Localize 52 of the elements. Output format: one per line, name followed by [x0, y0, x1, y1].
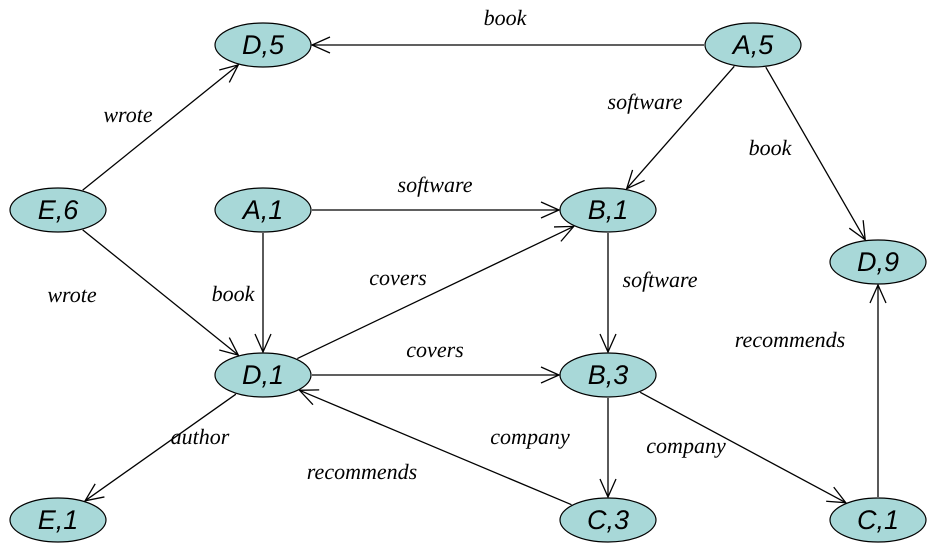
node-label: C,3	[586, 504, 630, 536]
ellipse-node	[559, 187, 657, 233]
arrow	[297, 226, 574, 360]
edge-label: author	[170, 424, 230, 450]
edge-label: book	[484, 5, 526, 31]
node-label: E,1	[38, 504, 78, 536]
arrow	[869, 284, 887, 497]
ellipse-node	[214, 22, 312, 68]
arrow	[626, 66, 735, 190]
edge-label: software	[608, 89, 682, 115]
arrow	[84, 394, 236, 502]
ellipse-node	[829, 239, 927, 285]
ellipse-node	[214, 352, 312, 398]
node-label: A,1	[242, 194, 284, 226]
node-label: B,1	[588, 194, 628, 226]
edge-label: wrote	[47, 282, 97, 308]
edge-label: covers	[406, 337, 464, 363]
node-label: E,6	[38, 194, 78, 226]
ellipse-node	[559, 352, 657, 398]
arrow	[765, 66, 866, 240]
edge-label: recommends	[734, 327, 846, 353]
ellipse-node	[9, 497, 107, 543]
arrow	[599, 233, 617, 353]
ellipse-node	[559, 497, 657, 543]
arrow	[298, 389, 572, 506]
ellipse-node	[704, 22, 802, 68]
arrow	[311, 36, 704, 54]
edge-label: recommends	[306, 459, 418, 485]
ellipse-node	[214, 187, 312, 233]
edge-label: covers	[369, 265, 427, 291]
arrow	[312, 201, 560, 219]
node-label: C,1	[856, 504, 900, 536]
edge-label: book	[212, 281, 254, 307]
arrow	[599, 398, 617, 498]
arrow	[82, 64, 239, 191]
node-label: B,3	[588, 360, 628, 390]
edge-label: company	[646, 433, 726, 459]
edge-label: book	[748, 135, 792, 161]
ellipse-node	[829, 497, 927, 543]
edge-label: software	[398, 172, 472, 198]
arrow	[82, 229, 239, 356]
edge-label: wrote	[103, 102, 153, 128]
ellipse-node	[9, 187, 107, 233]
edge-label: software	[622, 267, 698, 293]
node-label: A,5	[732, 30, 774, 60]
arrow	[640, 392, 846, 504]
edge-label: company	[490, 424, 570, 450]
arrow	[312, 366, 560, 384]
node-label: D,5	[242, 30, 284, 60]
node-label: D,9	[856, 246, 900, 278]
node-label: D,1	[242, 360, 284, 390]
arrow	[254, 233, 272, 353]
